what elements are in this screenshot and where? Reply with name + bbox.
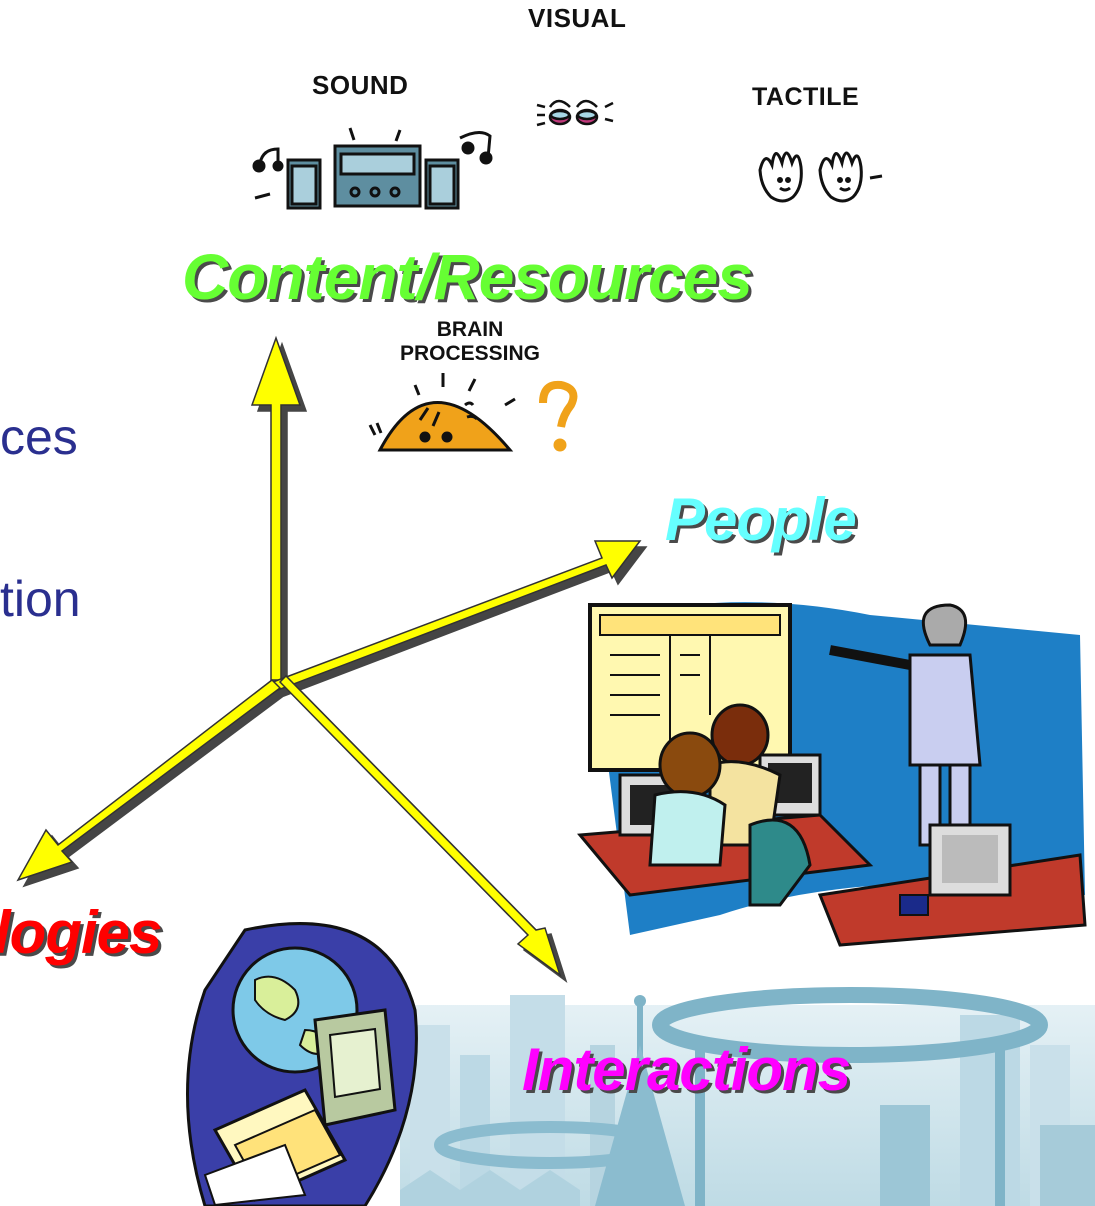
brain-question-icon xyxy=(368,373,578,452)
tactile-label: TACTILE xyxy=(752,83,860,111)
eyes-icon xyxy=(536,99,614,127)
globe-computer-illustration xyxy=(186,922,418,1206)
hands-icon xyxy=(758,151,883,203)
interactions-label: Interactions xyxy=(522,1036,851,1103)
axis-arrow-content xyxy=(250,335,302,681)
axis-arrow-technologies xyxy=(16,679,282,882)
brain-label-line2: PROCESSING xyxy=(399,342,541,365)
axis-arrow-interactions xyxy=(278,674,562,977)
axis-arrow-people xyxy=(271,540,642,691)
left-text-line2: tion xyxy=(0,571,81,627)
sound-label: SOUND xyxy=(312,70,409,100)
brain-processing-label: BRAIN PROCESSING xyxy=(360,318,580,366)
content-resources-label: Content/Resources xyxy=(182,241,753,313)
people-label: People xyxy=(665,486,857,553)
classroom-computers-illustration xyxy=(577,602,1087,947)
brain-label-line1: BRAIN xyxy=(436,318,504,341)
technologies-label: logies xyxy=(0,899,162,966)
left-text-line1: ces xyxy=(0,409,78,465)
city-skyline-illustration xyxy=(400,987,1095,1206)
visual-label: VISUAL xyxy=(528,3,627,33)
stereo-music-icon xyxy=(252,127,493,210)
